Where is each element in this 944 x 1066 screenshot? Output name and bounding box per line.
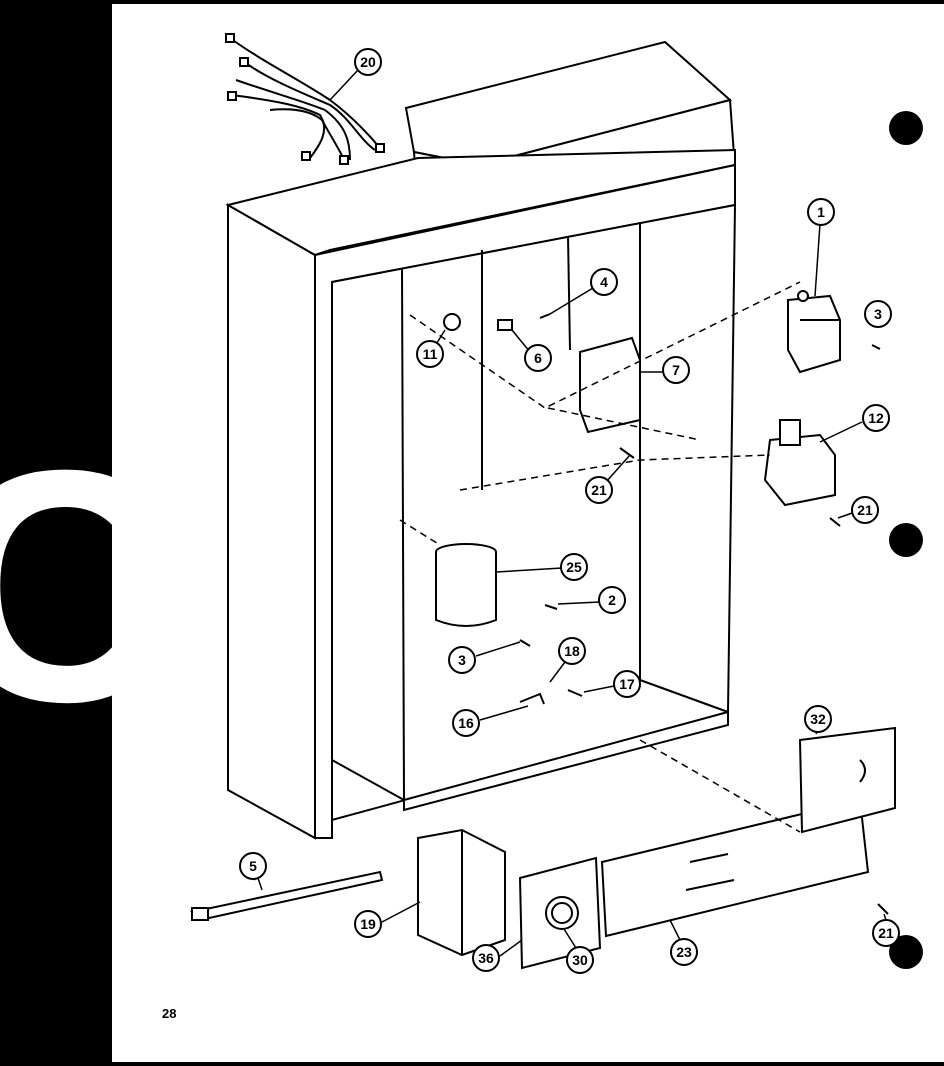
panel-32 xyxy=(798,726,896,834)
cover-23 xyxy=(600,798,870,938)
contactor xyxy=(417,828,506,957)
svg-text:21: 21 xyxy=(591,482,607,498)
wire-harness xyxy=(225,33,385,165)
section-tab: C xyxy=(0,401,177,770)
callout-18: 18 xyxy=(558,637,586,665)
svg-text:16: 16 xyxy=(458,715,474,731)
callout-30: 30 xyxy=(566,946,594,974)
svg-text:1: 1 xyxy=(817,204,825,220)
callout-32: 32 xyxy=(804,705,832,733)
relay-7 xyxy=(579,336,641,434)
svg-text:11: 11 xyxy=(423,346,438,362)
callout-2: 2 xyxy=(598,586,626,614)
callout-3: 3 xyxy=(864,300,892,328)
callout-23: 23 xyxy=(670,938,698,966)
callout-3: 3 xyxy=(448,646,476,674)
svg-text:20: 20 xyxy=(360,54,376,70)
assembly-lines xyxy=(399,281,801,833)
callout-36: 36 xyxy=(472,944,500,972)
callout-1: 1 xyxy=(807,198,835,226)
transformer xyxy=(787,290,841,374)
svg-text:5: 5 xyxy=(249,858,257,874)
svg-text:2: 2 xyxy=(608,592,616,608)
svg-text:7: 7 xyxy=(672,362,680,378)
svg-text:21: 21 xyxy=(857,502,873,518)
cabinet xyxy=(225,40,737,840)
small-hardware xyxy=(443,313,889,915)
callout-25: 25 xyxy=(560,553,588,581)
callouts: 20 1 3 4 6 11 7 12 21 21 25 2 3 18 17 16… xyxy=(239,48,900,974)
relay-12 xyxy=(763,419,836,507)
callout-16: 16 xyxy=(452,709,480,737)
callout-17: 17 xyxy=(613,670,641,698)
svg-text:4: 4 xyxy=(600,274,608,290)
svg-text:17: 17 xyxy=(619,676,635,692)
svg-text:19: 19 xyxy=(360,916,376,932)
svg-text:23: 23 xyxy=(676,944,692,960)
registration-dot xyxy=(889,935,923,969)
page-number: 28 xyxy=(162,1006,177,1021)
svg-text:3: 3 xyxy=(458,652,466,668)
callout-21: 21 xyxy=(851,496,879,524)
svg-text:36: 36 xyxy=(478,950,494,966)
section-tab-letter: C xyxy=(0,401,177,770)
callout-19: 19 xyxy=(354,910,382,938)
capacitor xyxy=(435,543,497,627)
callout-11: 11 xyxy=(416,340,444,368)
callout-21: 21 xyxy=(872,919,900,947)
svg-text:21: 21 xyxy=(878,925,894,941)
callout-12: 12 xyxy=(862,404,890,432)
svg-text:6: 6 xyxy=(534,350,542,366)
callout-4: 4 xyxy=(590,268,618,296)
callout-20: 20 xyxy=(354,48,382,76)
svg-text:3: 3 xyxy=(874,306,882,322)
callout-21: 21 xyxy=(585,476,613,504)
svg-text:25: 25 xyxy=(566,559,582,575)
callout-7: 7 xyxy=(662,356,690,384)
registration-dot xyxy=(889,523,923,557)
plate-36 xyxy=(518,856,602,970)
leader-lines xyxy=(252,69,887,957)
svg-text:32: 32 xyxy=(810,711,826,727)
svg-text:12: 12 xyxy=(868,410,884,426)
svg-text:30: 30 xyxy=(572,952,588,968)
cable-tie xyxy=(189,870,384,922)
registration-dot xyxy=(889,111,923,145)
callout-5: 5 xyxy=(239,852,267,880)
svg-text:18: 18 xyxy=(564,643,580,659)
callout-6: 6 xyxy=(524,344,552,372)
